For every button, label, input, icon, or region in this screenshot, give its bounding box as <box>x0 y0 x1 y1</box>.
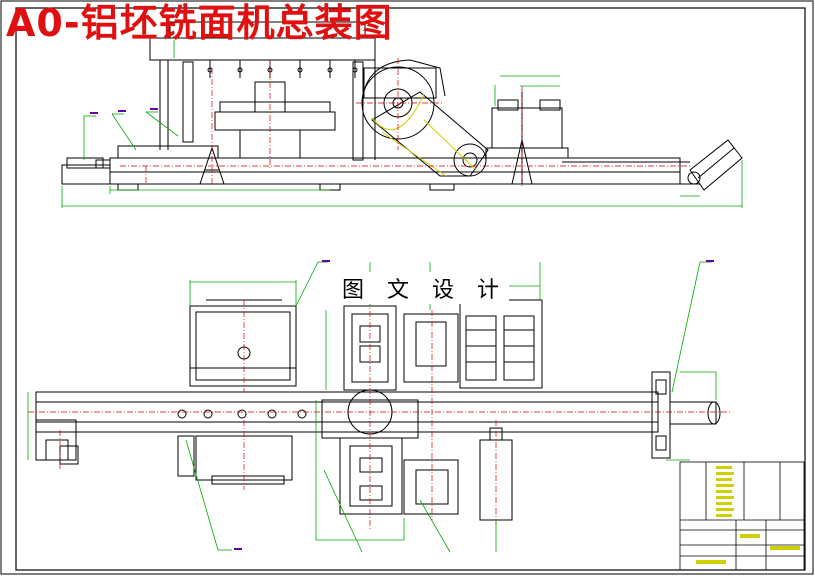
front-view-dimensions <box>61 40 743 208</box>
front-view-belt-highlight <box>371 93 477 177</box>
inner-border <box>15 7 806 571</box>
front-view <box>61 21 743 191</box>
drawing-title: A0-铝坯铣面机总装图 <box>6 1 393 45</box>
title-block-entries <box>696 466 800 564</box>
callout-markers <box>90 108 714 550</box>
top-view-centerlines <box>28 300 730 530</box>
watermark-text: 图 文 设 计 <box>340 272 509 304</box>
top-view <box>35 299 721 521</box>
title-block <box>679 461 805 571</box>
front-view-centerlines <box>120 58 690 186</box>
